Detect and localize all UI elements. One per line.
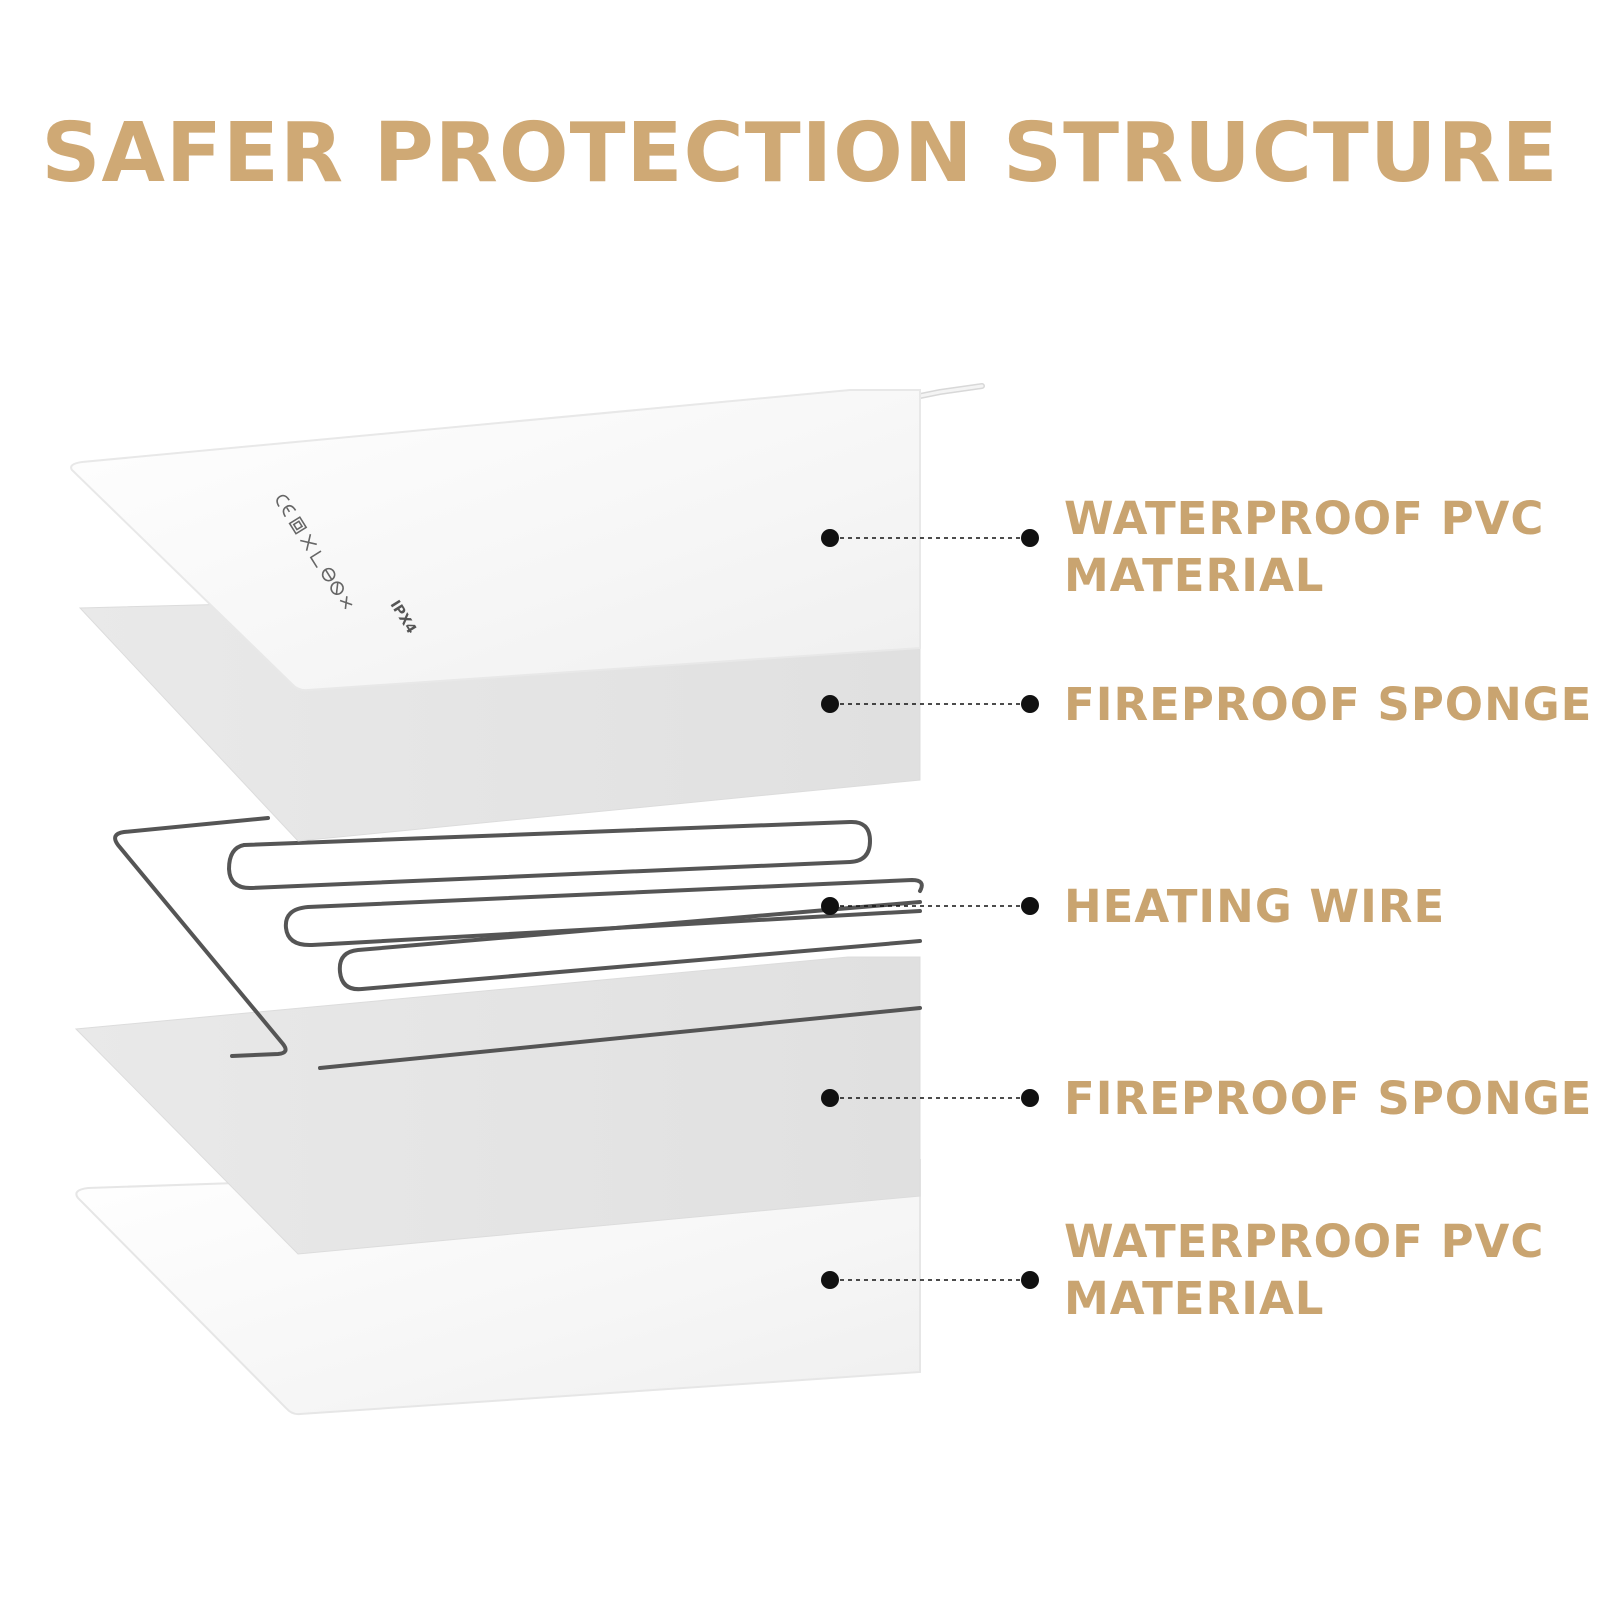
label-waterproof-pvc-top: WATERPROOF PVC MATERIAL xyxy=(1064,490,1544,604)
top-pvc-layer xyxy=(70,383,985,692)
label-waterproof-pvc-bottom: WATERPROOF PVC MATERIAL xyxy=(1064,1213,1544,1327)
label-line: WATERPROOF PVC xyxy=(1064,492,1545,545)
heating-wire xyxy=(113,816,924,1070)
leader-line-2 xyxy=(821,695,1039,713)
page-title: SAFER PROTECTION STRUCTURE xyxy=(41,106,1559,201)
label-heating-wire: HEATING WIRE xyxy=(1064,878,1445,935)
leader-line-5 xyxy=(821,1271,1039,1289)
leader-line-4 xyxy=(821,1089,1039,1107)
label-line: FIREPROOF SPONGE xyxy=(1064,678,1593,731)
label-fireproof-sponge-bottom: FIREPROOF SPONGE xyxy=(1064,1070,1592,1127)
label-line: FIREPROOF SPONGE xyxy=(1064,1072,1593,1125)
label-line: MATERIAL xyxy=(1064,1272,1325,1325)
certification-marks xyxy=(276,494,353,610)
leader-line-3 xyxy=(821,897,1039,915)
label-line: HEATING WIRE xyxy=(1064,880,1446,933)
bottom-sponge-layer xyxy=(74,956,921,1255)
label-line: MATERIAL xyxy=(1064,549,1325,602)
label-fireproof-sponge-top: FIREPROOF SPONGE xyxy=(1064,676,1592,733)
leader-line-1 xyxy=(821,529,1039,547)
label-line: WATERPROOF PVC xyxy=(1064,1215,1545,1268)
